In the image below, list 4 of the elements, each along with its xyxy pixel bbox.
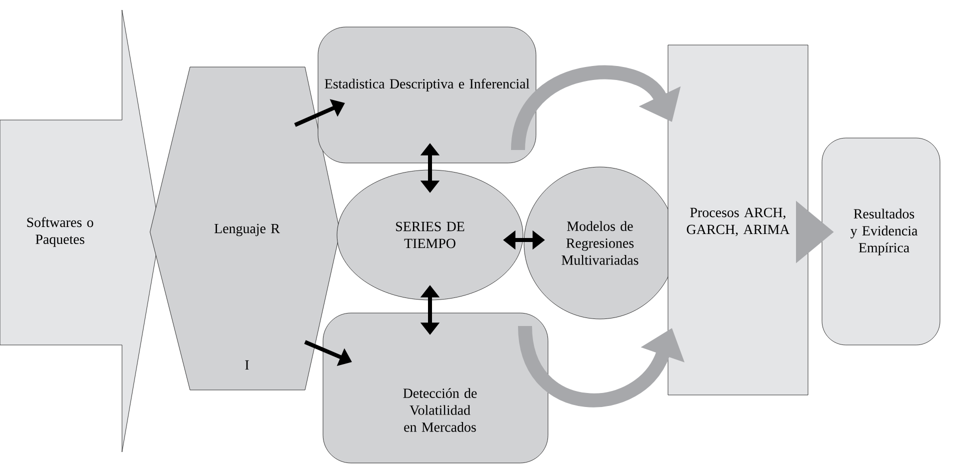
rounded-box: Estadistica Descriptiva e Inferencial xyxy=(318,26,536,164)
rounded-box: Detección de Volatilidad en Mercados xyxy=(322,312,548,464)
process-box: Procesos ARCH, GARCH, ARIMA xyxy=(668,44,808,396)
rounded-box: Resultados y Evidencia Empírica xyxy=(822,138,940,346)
